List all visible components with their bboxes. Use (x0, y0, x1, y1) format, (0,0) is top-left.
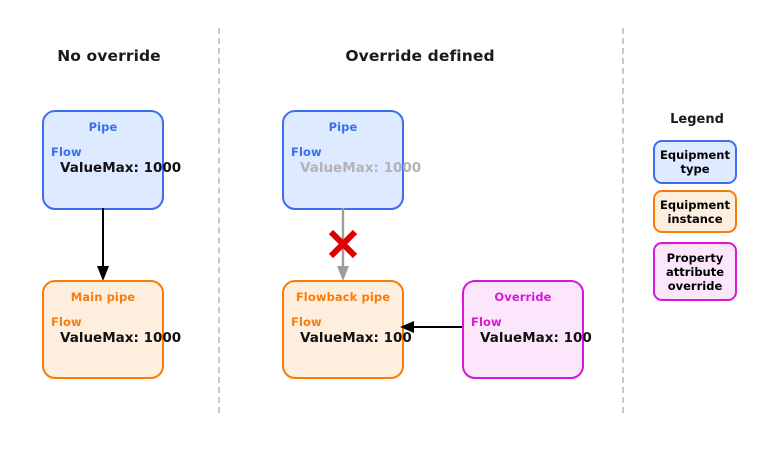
node-override[interactable]: Override Flow ValueMax: 100 (462, 280, 592, 379)
node-title: Override (494, 290, 552, 304)
connector-override-to-flowback-pipe (400, 321, 464, 333)
property-value: ValueMax: 1000 (60, 160, 182, 176)
node-title: Flowback pipe (295, 290, 391, 304)
node-title: Pipe (88, 120, 118, 134)
legend-item-label: Equipment instance (660, 197, 730, 226)
property-group: Flow ValueMax: 1000 (44, 315, 182, 346)
property-group-name: Flow (291, 145, 322, 159)
property-value: ValueMax: 100 (480, 330, 592, 346)
panel-title-no-override: No override (57, 47, 161, 65)
node-main-pipe[interactable]: Main pipe Flow ValueMax: 1000 (42, 280, 182, 379)
node-title: Main pipe (70, 290, 136, 304)
property-group: Flow ValueMax: 100 (464, 315, 592, 346)
property-value: ValueMax: 100 (300, 330, 412, 346)
connector-pipe-to-main-pipe (97, 208, 109, 281)
legend-title: Legend (670, 112, 724, 127)
property-value: ValueMax: 1000 (60, 330, 182, 346)
legend-item-property-attribute-override: Property attribute override (653, 242, 737, 301)
legend-item-label: Equipment type (660, 148, 730, 176)
legend-item-equipment-type: Equipment type (653, 140, 737, 184)
property-group: Flow ValueMax: 100 (284, 315, 412, 346)
node-title: Pipe (328, 120, 358, 134)
property-group-name: Flow (291, 315, 322, 329)
node-pipe-middle[interactable]: Pipe Flow ValueMax: 1000 (282, 110, 422, 210)
legend-item-label: Property attribute override (665, 250, 725, 293)
property-value-overridden: ValueMax: 1000 (300, 160, 422, 176)
panel-divider-left (218, 28, 220, 413)
property-group-name: Flow (471, 315, 502, 329)
panel-title-override-defined: Override defined (345, 47, 495, 65)
legend-item-equipment-instance: Equipment instance (653, 190, 737, 233)
node-pipe-left[interactable]: Pipe Flow ValueMax: 1000 (42, 110, 182, 210)
x-mark-icon (328, 229, 358, 259)
node-flowback-pipe[interactable]: Flowback pipe Flow ValueMax: 100 (282, 280, 412, 379)
property-group-name: Flow (51, 315, 82, 329)
panel-divider-right (622, 28, 624, 413)
property-group: Flow ValueMax: 1000 (44, 145, 182, 176)
property-group-name: Flow (51, 145, 82, 159)
property-group: Flow ValueMax: 1000 (284, 145, 422, 176)
connector-pipe-to-flowback-pipe-blocked (337, 208, 349, 281)
